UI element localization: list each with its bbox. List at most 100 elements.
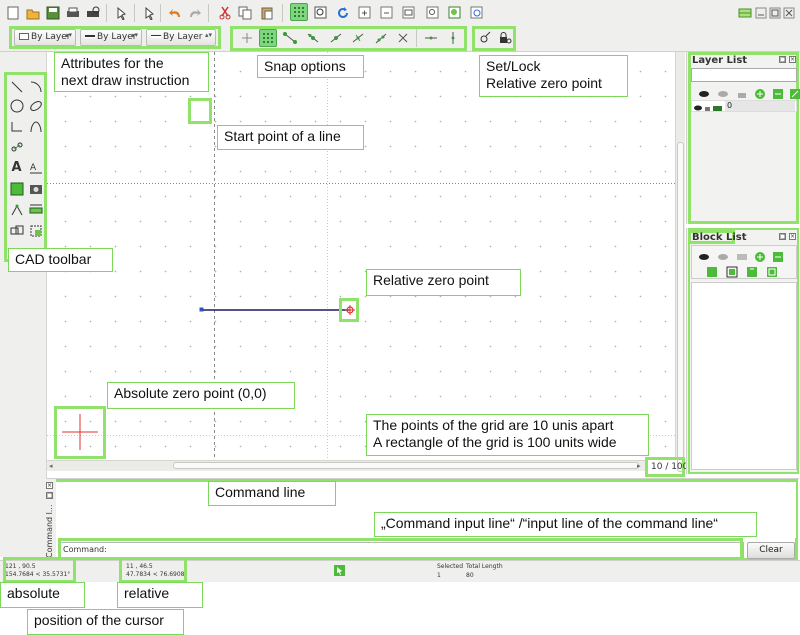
block-tool-icon[interactable] [8,222,25,239]
new-file-icon[interactable] [4,4,22,22]
undo-icon[interactable] [166,4,184,22]
zoom-out-icon[interactable] [378,4,396,22]
layer-row[interactable]: 0 [691,100,797,112]
dock-close-icon[interactable]: × [46,482,53,489]
redo-icon[interactable] [186,4,204,22]
hatch-tool-icon[interactable] [8,180,25,197]
layer-edit-icon[interactable] [786,85,800,102]
block-insert-icon[interactable] [763,263,780,280]
help-pointer-icon[interactable] [112,4,130,22]
grid-icon[interactable] [290,3,308,21]
zoom-in-icon[interactable] [356,4,374,22]
dock-float-icon[interactable]: □ [779,233,786,240]
circle-tool-icon[interactable] [8,97,25,114]
window-arrange-icon[interactable] [736,4,754,22]
point-tool-icon[interactable] [8,138,25,155]
text-tool-icon[interactable]: A [11,160,22,175]
block-create-icon[interactable] [733,248,750,265]
zoom-window-icon[interactable] [312,4,330,22]
block-hide-all-icon[interactable] [714,248,731,265]
block-show-all-icon[interactable] [695,248,712,265]
select-pointer-icon[interactable] [140,4,158,22]
print-icon[interactable] [64,4,82,22]
snap-intersection-icon[interactable] [394,29,412,47]
cut-icon[interactable] [216,4,234,22]
snap-middle-icon[interactable] [349,29,367,47]
block-list-body[interactable] [691,282,797,470]
polyline-tool-icon[interactable] [8,118,25,135]
horizontal-scrollbar[interactable]: ◂ ▸ [47,460,645,471]
cad-toolbar: A A [0,52,47,557]
measure-tool-icon[interactable] [27,201,44,218]
layer-print-icon[interactable] [713,102,722,115]
snap-grid-icon[interactable] [259,29,277,47]
lock-relative-zero-icon[interactable] [496,29,514,47]
annotation-relative-zero: Relative zero point [366,269,521,296]
ellipse-tool-icon[interactable] [27,97,44,114]
set-relative-zero-icon[interactable] [476,29,494,47]
zoom-select-icon[interactable] [468,4,486,22]
arc-tool-icon[interactable] [27,78,44,95]
zoom-previous-icon[interactable] [424,4,442,22]
grid-spacing-readout: 10 / 100 [651,462,689,472]
snap-on-entity-icon[interactable] [304,29,322,47]
line-tool-icon[interactable] [8,78,25,95]
scroll-right-arrow-icon[interactable]: ▸ [637,462,641,470]
dock-float-icon[interactable]: □ [779,56,786,63]
dock-close-icon[interactable]: × [789,233,796,240]
block-remove-icon[interactable] [769,248,786,265]
abs-coord-line1: 121 , 90.5 [5,563,36,570]
dock-close-icon[interactable]: × [789,56,796,63]
modify-tool-icon[interactable] [8,201,25,218]
print-preview-icon[interactable] [84,4,102,22]
layer-filter-input[interactable] [691,68,797,82]
paste-icon[interactable] [258,4,276,22]
restrict-vertical-icon[interactable] [444,29,462,47]
mouse-action-icon [334,565,345,578]
pen-width-combo[interactable]: By Layer▴▾ [80,29,142,46]
dock-float-icon[interactable]: □ [46,492,53,499]
layer-show-all-icon[interactable] [695,85,712,102]
vertical-scrollbar[interactable] [675,52,685,472]
snap-center-icon[interactable] [327,29,345,47]
block-add-icon[interactable] [751,248,768,265]
save-icon[interactable] [44,4,62,22]
layer-unlock-all-icon[interactable] [733,85,750,102]
block-list-dock: Block List □ × [686,228,800,474]
snap-distance-icon[interactable] [372,29,390,47]
restrict-horizontal-icon[interactable] [422,29,440,47]
layer-name: 0 [725,101,795,111]
dimension-tool-icon[interactable]: A [27,159,44,176]
snap-toolbar-highlight [230,26,467,51]
vertical-scroll-thumb[interactable] [677,142,684,472]
copy-icon[interactable] [236,4,254,22]
snap-endpoint-icon[interactable] [281,29,299,47]
pen-linetype-combo[interactable]: By Layer▴▾ [146,29,216,46]
abs-coord-line2: 154.7684 < 35.5731° [5,571,71,578]
layer-hide-all-icon[interactable] [714,85,731,102]
layer-visible-eye-icon[interactable] [694,102,702,115]
clear-button[interactable]: Clear [747,542,795,559]
block-edit-icon[interactable] [723,263,740,280]
snap-free-icon[interactable] [238,29,256,47]
layer-lock-icon[interactable] [704,102,711,115]
scroll-left-arrow-icon[interactable]: ◂ [49,462,53,470]
redraw-icon[interactable] [334,4,352,22]
spline-tool-icon[interactable] [27,118,44,135]
layer-add-icon[interactable] [751,85,768,102]
window-close-icon[interactable] [780,4,798,22]
select-tool-icon[interactable] [27,222,44,239]
horizontal-scroll-thumb[interactable] [173,462,639,469]
selected-label: Selected [437,563,464,570]
window-minimize-icon[interactable] [752,4,770,22]
window-restore-icon[interactable] [766,4,784,22]
zoom-auto-icon[interactable] [400,4,418,22]
pen-color-combo[interactable]: By Layer▴▾ [14,29,76,46]
block-save-icon[interactable] [743,263,760,280]
layer-remove-icon[interactable] [769,85,786,102]
absolute-zero-highlight [54,406,106,459]
image-tool-icon[interactable] [27,180,44,197]
zoom-page-icon[interactable] [446,4,464,22]
open-folder-icon[interactable] [24,4,42,22]
block-rename-icon[interactable] [703,263,720,280]
